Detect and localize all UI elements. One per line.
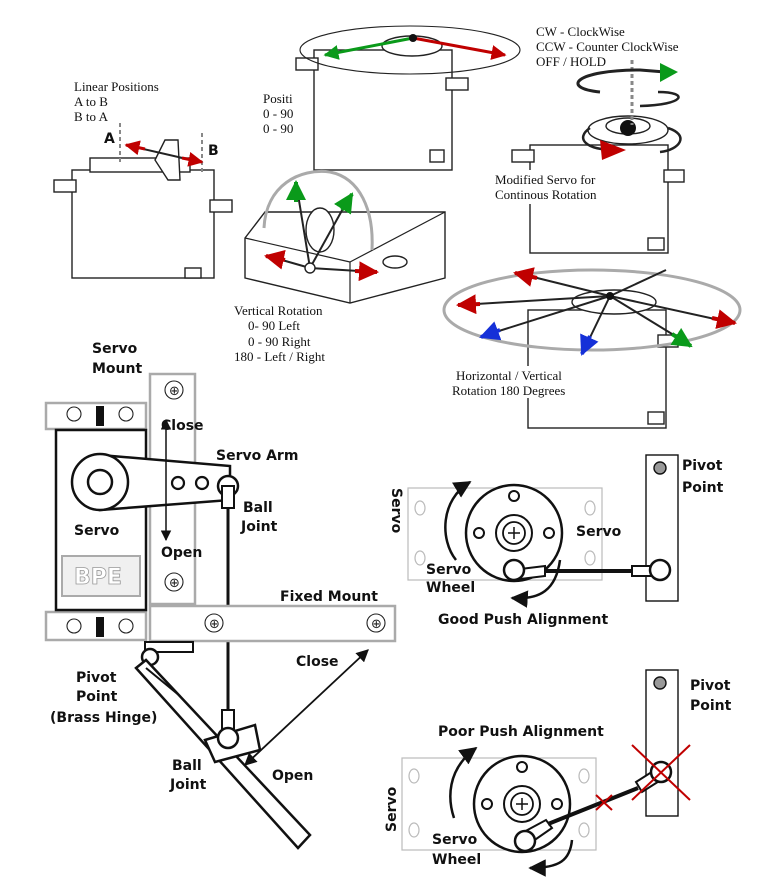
svg-text:⊕: ⊕ <box>169 384 180 399</box>
continuous-line3: OFF / HOLD <box>536 54 606 69</box>
linear-line2: B to A <box>74 109 109 124</box>
horizontal-line1: Horizontal / Vertical <box>456 368 562 383</box>
poor-pivot-point-1: Pivot <box>690 678 731 694</box>
servo-mount-label-2: Mount <box>92 361 142 377</box>
good-alignment-caption: Good Push Alignment <box>438 612 608 628</box>
continuous-line2: CCW - Counter ClockWise <box>536 39 679 54</box>
open-label: Open <box>161 545 202 561</box>
linear-label-b: B <box>208 143 219 159</box>
vertical-title: Vertical Rotation <box>234 303 323 318</box>
continuous-line1: CW - ClockWise <box>536 24 625 39</box>
vertical-line1: 0- 90 Left <box>248 318 300 333</box>
good-servo-side-label: Servo <box>388 488 404 534</box>
ball-joint-bottom-2: Joint <box>169 777 207 793</box>
fixed-mount-label: Fixed Mount <box>280 589 378 605</box>
positional-servo <box>295 25 521 171</box>
poor-alignment-diagram <box>401 669 691 877</box>
linear-title: Linear Positions <box>74 79 159 94</box>
close-right-label: Close <box>296 654 339 670</box>
ball-joint-top-1: Ball <box>243 500 273 516</box>
continuous-servo <box>511 60 685 254</box>
poor-servo-side-label: Servo <box>384 786 400 832</box>
good-servo-wheel-1: Servo <box>426 562 472 578</box>
good-servo-inner-label: Servo <box>576 524 622 540</box>
poor-alignment-caption: Poor Push Alignment <box>438 724 604 740</box>
pivot-point-1: Pivot <box>76 670 117 686</box>
svg-text:⊕: ⊕ <box>371 617 382 632</box>
bpe-logo: BPE <box>74 565 122 590</box>
open-bottom-label: Open <box>272 768 313 784</box>
ball-joint-bottom-1: Ball <box>172 758 202 774</box>
linear-line1: A to B <box>74 94 108 109</box>
good-alignment-diagram <box>407 454 679 608</box>
servo-arm-label: Servo Arm <box>216 448 298 464</box>
positional-line1: 0 - 90 <box>263 106 293 121</box>
vertical-servo <box>244 169 446 304</box>
linear-label-a: A <box>104 131 115 147</box>
horizontal-line2: Rotation 180 Degrees <box>452 383 565 398</box>
good-servo-wheel-2: Wheel <box>426 580 475 596</box>
servo-label: Servo <box>74 523 120 539</box>
vertical-line3: 180 - Left / Right <box>234 349 325 364</box>
servo-mount-label-1: Servo <box>92 341 138 357</box>
good-pivot-point-2: Point <box>682 480 724 496</box>
linear-servo <box>53 123 233 279</box>
pivot-point-3: (Brass Hinge) <box>50 710 157 726</box>
vertical-line2: 0 - 90 Right <box>248 334 311 349</box>
poor-servo-wheel-2: Wheel <box>432 852 481 868</box>
poor-servo-wheel-1: Servo <box>432 832 478 848</box>
good-pivot-point-1: Pivot <box>682 458 723 474</box>
mount-diagram: ⊕ ⊕ ⊕ ⊕ <box>44 372 397 850</box>
pivot-point-2: Point <box>76 689 118 705</box>
svg-text:⊕: ⊕ <box>169 576 180 591</box>
ball-joint-top-2: Joint <box>240 519 278 535</box>
continuous-caption2: Continous Rotation <box>495 187 597 202</box>
poor-pivot-point-2: Point <box>690 698 732 714</box>
positional-title: Positi <box>263 91 293 106</box>
close-top-label: Close <box>161 418 204 434</box>
svg-text:⊕: ⊕ <box>209 617 220 632</box>
positional-line2: 0 - 90 <box>263 121 293 136</box>
continuous-caption1: Modified Servo for <box>495 172 596 187</box>
horizontal-servo <box>442 267 742 429</box>
